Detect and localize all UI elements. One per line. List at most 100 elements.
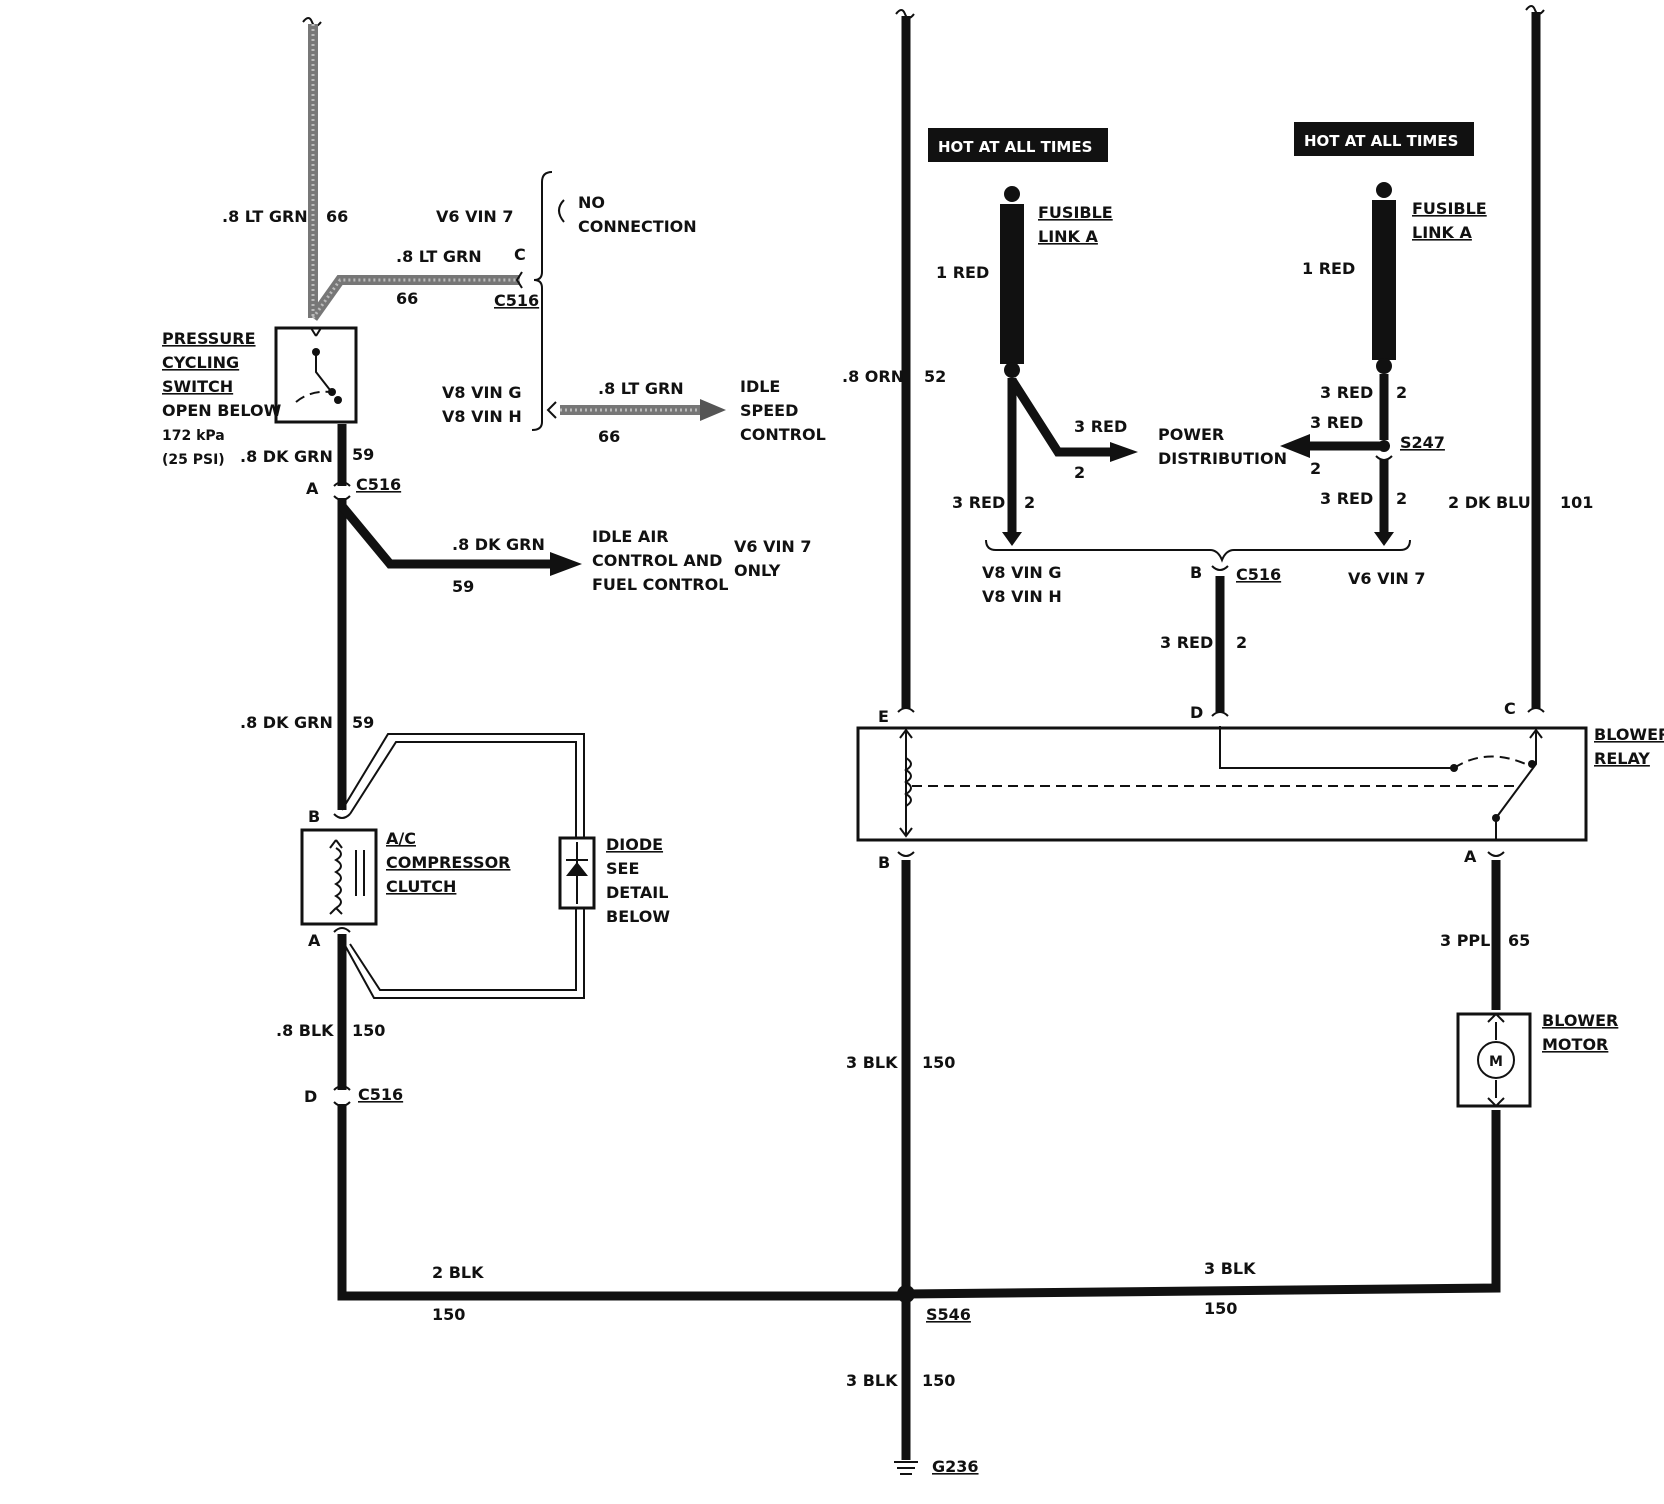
w17-size: 3 RED (1160, 633, 1213, 652)
relay-a: A (1464, 847, 1477, 866)
pin-b2: B (308, 807, 320, 826)
no-connection-1: NO (578, 193, 605, 212)
wire-3-red-to-power (1008, 377, 1110, 457)
w2-size: .8 LT GRN (396, 247, 482, 266)
no-connection-arrow (558, 199, 565, 223)
hot-badge-1-text: HOT AT ALL TIMES (938, 138, 1092, 156)
idle-air-1: IDLE AIR (592, 527, 669, 546)
power-dist-2: DISTRIBUTION (1158, 449, 1287, 468)
ps-label-6: (25 PSI) (162, 452, 225, 468)
w9-num: 52 (924, 367, 946, 386)
w15-num: 2 (1310, 459, 1321, 478)
idle-air-note-1: V6 VIN 7 (734, 537, 812, 556)
motor-label-2: MOTOR (1542, 1035, 1608, 1054)
ps-label-3: SWITCH (162, 377, 233, 396)
motor-symbol (1477, 1041, 1515, 1079)
ps-label-1: PRESSURE (162, 329, 256, 348)
clutch-label-3: CLUTCH (386, 877, 456, 896)
fl2-label-1: FUSIBLE (1412, 199, 1487, 218)
idle-air-3: FUEL CONTROL (592, 575, 728, 594)
pin-c1: C (514, 245, 526, 264)
w18-size: 2 DK BLU (1448, 493, 1531, 512)
hot-badge-2-text: HOT AT ALL TIMES (1304, 132, 1458, 150)
c516-c: C516 (494, 291, 539, 310)
v6-vin7-b: V6 VIN 7 (1348, 569, 1426, 588)
no-connection-2: CONNECTION (578, 217, 697, 236)
idle-air-note-2: ONLY (734, 561, 781, 580)
motor-symbol-text: M (1489, 1054, 1503, 1070)
w4-size: .8 DK GRN (240, 447, 333, 466)
hot-badge-1 (928, 128, 1108, 162)
splice-s546 (897, 1285, 915, 1303)
w1-size: .8 LT GRN (222, 207, 308, 226)
idle-air-2: CONTROL AND (592, 551, 722, 570)
relay-e: E (878, 707, 889, 726)
w17-num: 2 (1236, 633, 1247, 652)
w7-num: 150 (352, 1021, 385, 1040)
relay-label-1: BLOWER (1594, 725, 1664, 744)
w20-num: 150 (922, 1053, 955, 1072)
w22-size: 3 BLK (846, 1371, 898, 1390)
w19-num: 65 (1508, 931, 1530, 950)
pin-b3: B (1190, 563, 1202, 582)
c516-a: C516 (356, 475, 401, 494)
connector-c-arrow (515, 271, 523, 289)
labels: HOT AT ALL TIMES HOT AT ALL TIMES .8 LT … (162, 132, 1664, 1476)
pin-a2: A (308, 931, 321, 950)
wire-blk-150-lower (337, 1104, 906, 1301)
v8-vin-g-label: V8 VIN G (442, 383, 522, 402)
idle-speed-tail (546, 401, 557, 419)
wire-3-blk-150-motor (905, 1110, 1501, 1299)
left-circuit (274, 17, 906, 1301)
ps-label-4: OPEN BELOW (162, 401, 282, 420)
blower-relay (856, 726, 1588, 842)
clutch-label-2: COMPRESSOR (386, 853, 511, 872)
v8-vin-g-b: V8 VIN G (982, 563, 1062, 582)
w19-size: 3 PPL (1440, 931, 1490, 950)
w10-size: 1 RED (936, 263, 989, 282)
w6-size: .8 DK GRN (240, 713, 333, 732)
pressure-cycling-switch (274, 326, 358, 424)
idle-air-arrow (550, 552, 582, 576)
v8-vin-h-label: V8 VIN H (442, 407, 522, 426)
power-dist-1: POWER (1158, 425, 1224, 444)
w21-num: 150 (1204, 1299, 1237, 1318)
s546: S546 (926, 1305, 971, 1324)
relay-d: D (1190, 703, 1203, 722)
w3-size: .8 LT GRN (598, 379, 684, 398)
s247: S247 (1400, 433, 1445, 452)
ps-label-5: 172 kPa (162, 428, 225, 444)
v8-vin-h-b: V8 VIN H (982, 587, 1062, 606)
fl1-label-1: FUSIBLE (1038, 203, 1113, 222)
v6-vin7-label: V6 VIN 7 (436, 207, 514, 226)
blower-motor (1456, 1012, 1532, 1108)
w14-num: 2 (1396, 383, 1407, 402)
w12-num: 2 (1024, 493, 1035, 512)
diode-label-4: BELOW (606, 907, 670, 926)
w14-size: 3 RED (1320, 383, 1373, 402)
g236: G236 (932, 1457, 979, 1476)
w20-size: 3 BLK (846, 1053, 898, 1072)
w9-size: .8 ORN (842, 367, 904, 386)
w2-num: 66 (396, 289, 418, 308)
pin-d1: D (304, 1087, 317, 1106)
relay-label-2: RELAY (1594, 749, 1650, 768)
w16-num: 2 (1396, 489, 1407, 508)
w5-size: .8 DK GRN (452, 535, 545, 554)
wire-dk-grn-59-branch (338, 503, 550, 569)
w8-num: 150 (432, 1305, 465, 1324)
fusible-link-1 (1000, 204, 1024, 364)
diode-label-2: SEE (606, 859, 639, 878)
relay-c: C (1504, 699, 1516, 718)
clutch-label-1: A/C (386, 829, 416, 848)
idle-speed-2: SPEED (740, 401, 798, 420)
w6-num: 59 (352, 713, 374, 732)
diode-label-3: DETAIL (606, 883, 668, 902)
idle-speed-arrow (700, 399, 726, 421)
w11-size: 3 RED (1074, 417, 1127, 436)
pin-a1: A (306, 479, 319, 498)
w8-size: 2 BLK (432, 1263, 484, 1282)
w7-size: .8 BLK (276, 1021, 334, 1040)
hot-badge-2 (1294, 122, 1474, 156)
diode-label-1: DIODE (606, 835, 663, 854)
